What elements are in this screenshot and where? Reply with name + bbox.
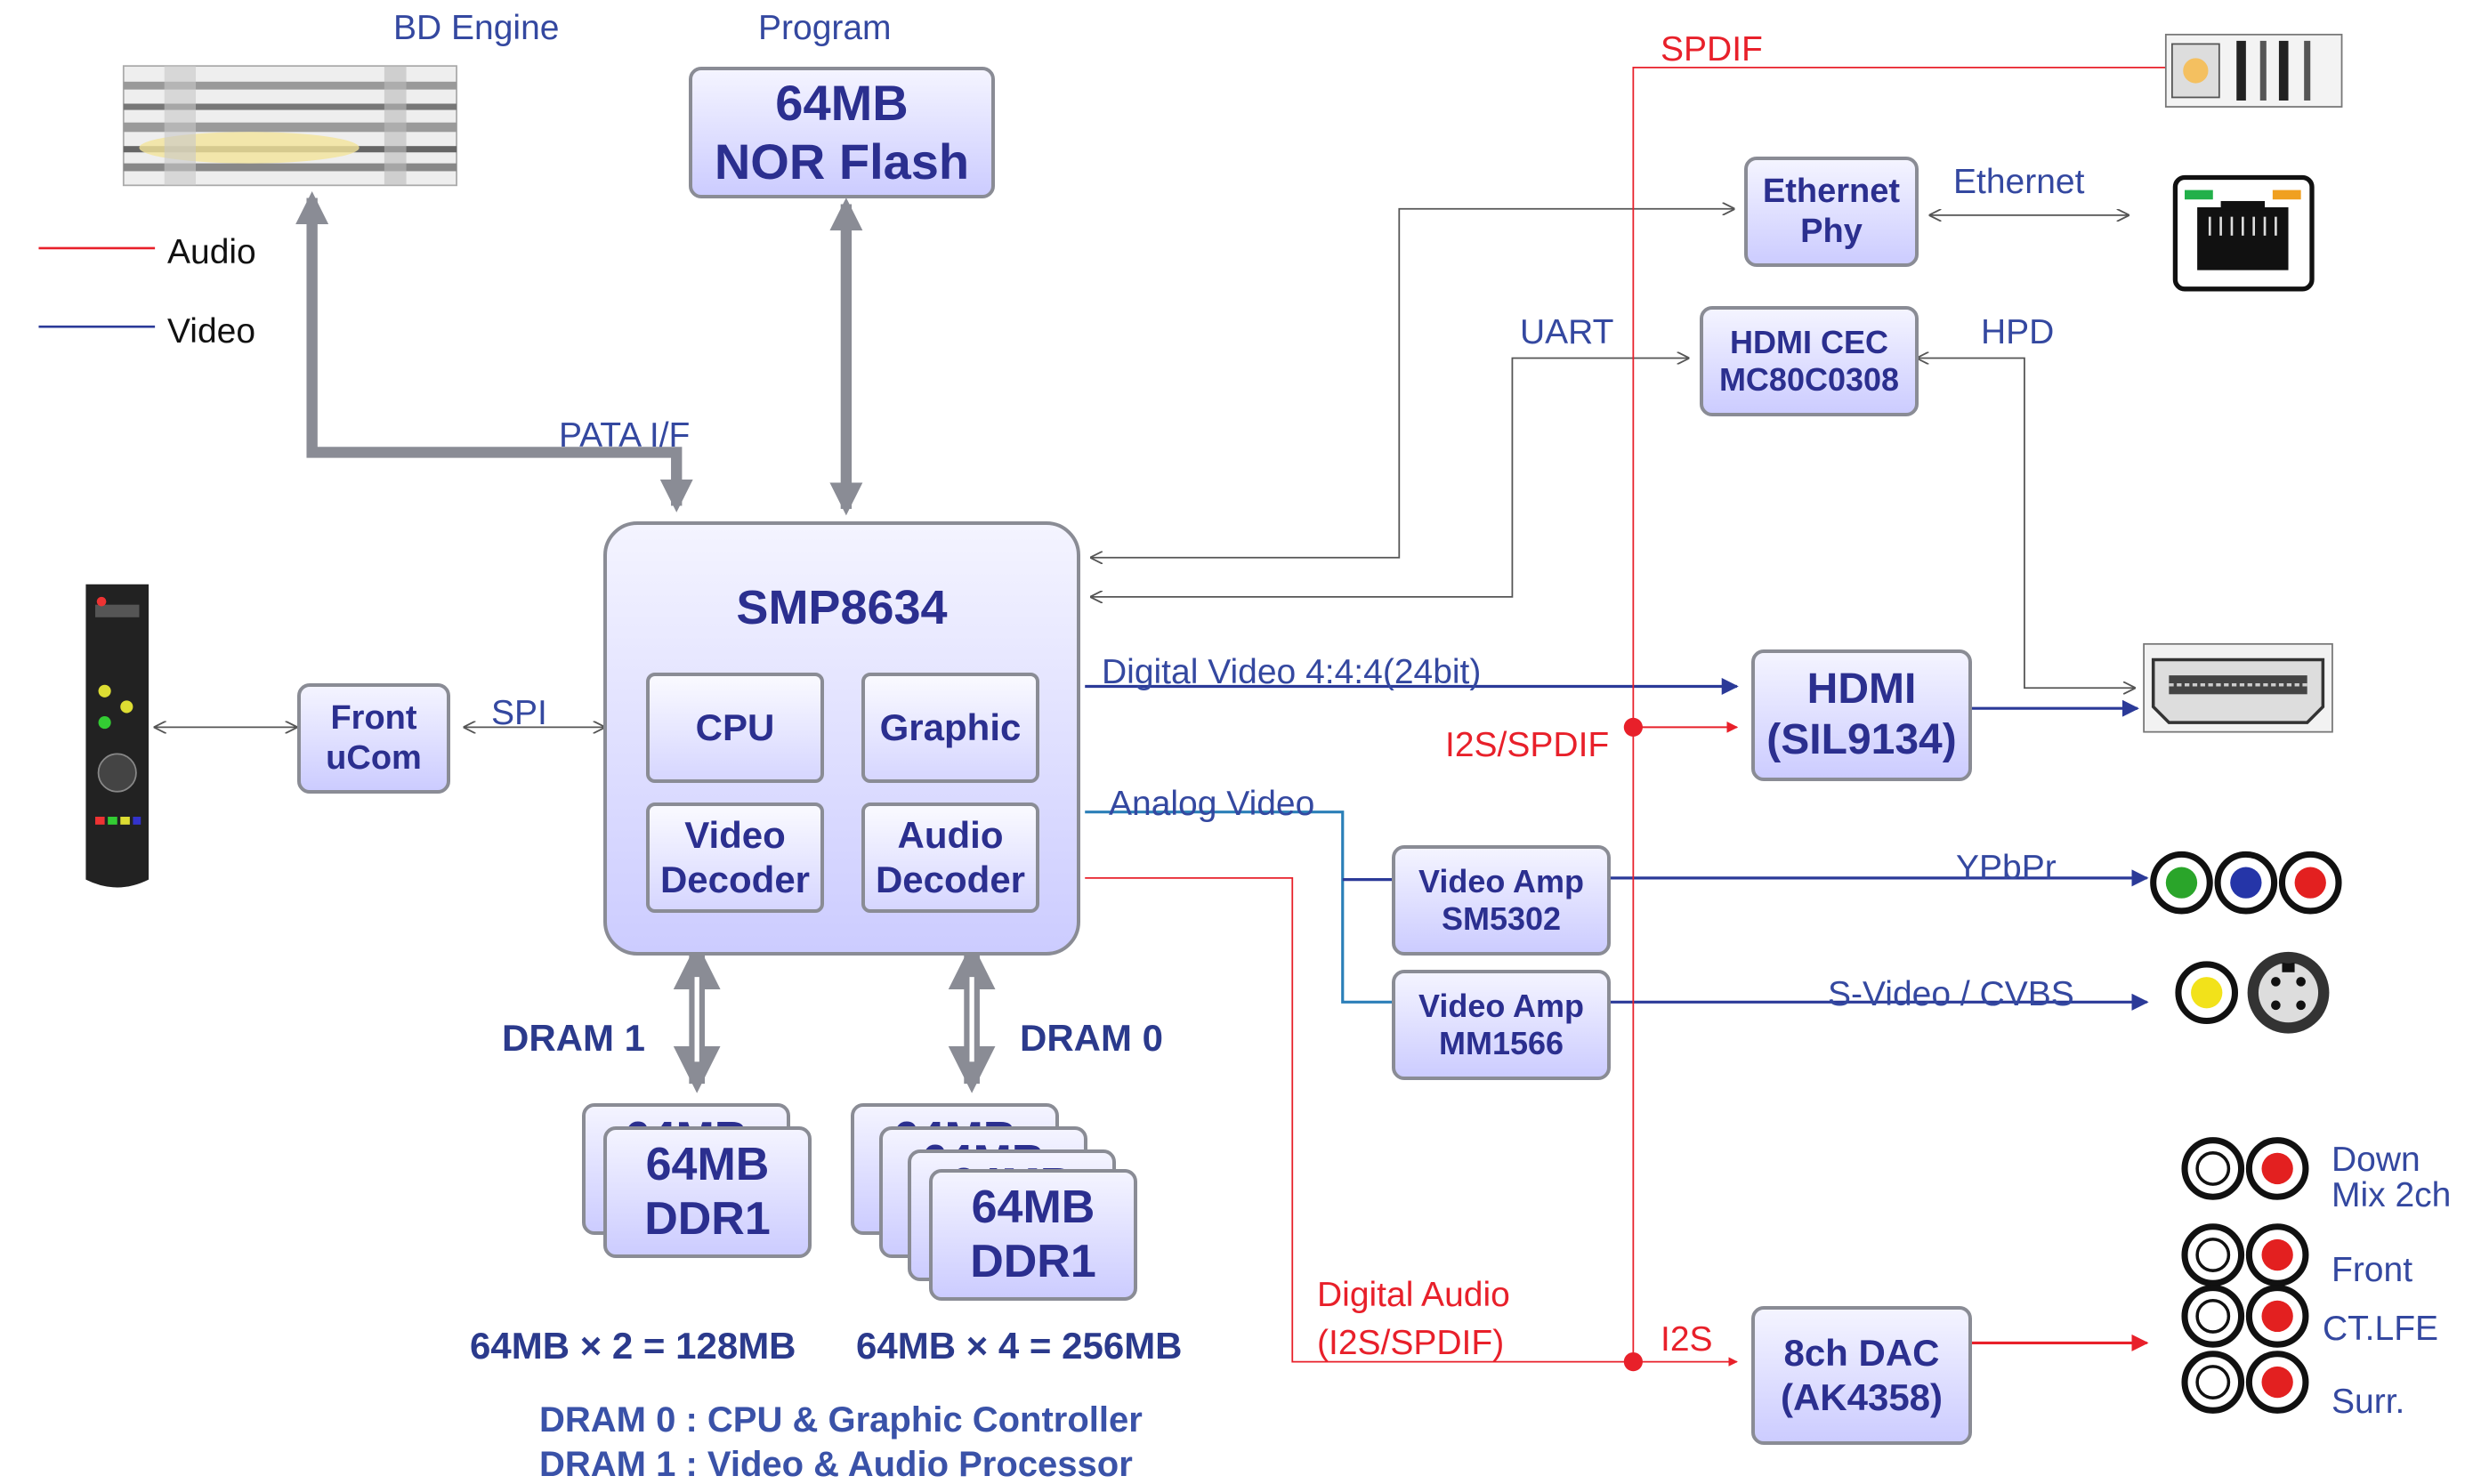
i2s-label: I2S — [1661, 1322, 1713, 1357]
pata-label: PATA I/F — [559, 418, 690, 453]
dram1-note: DRAM 1 : Video & Audio Processor — [539, 1447, 1133, 1482]
front-ucom-block: Front uCom — [297, 683, 450, 794]
video-amp-mm1566-block: Video Amp MM1566 — [1392, 970, 1611, 1080]
hpd-label: HPD — [1981, 315, 2054, 350]
analog-video-line — [1085, 812, 1393, 1003]
dram1-label: DRAM 1 — [502, 1020, 645, 1057]
svideo-jacks-icon — [2178, 952, 2329, 1034]
digital-video-label: Digital Video 4:4:4(24bit) — [1102, 655, 1481, 690]
rca-jack-icon — [2185, 1141, 2306, 1411]
bd-engine-label: BD Engine — [393, 11, 559, 45]
junction-dot-top — [1624, 718, 1643, 737]
smp8634-title: SMP8634 — [736, 580, 947, 637]
audio-decoder-block: Audio Decoder — [861, 802, 1039, 913]
downmix-label: Down — [2331, 1142, 2420, 1177]
legend-audio-label: Audio — [167, 235, 256, 270]
ddr1-chip-front: 64MB DDR1 — [603, 1126, 812, 1258]
svideo-label: S-Video / CVBS — [1828, 977, 2074, 1012]
dac-block: 8ch DAC (AK4358) — [1751, 1306, 1972, 1445]
dram0-size-calc: 64MB × 4 = 256MB — [856, 1327, 1183, 1365]
front-label: Front — [2331, 1253, 2412, 1287]
ethernet-link — [1091, 209, 1733, 558]
video-decoder-block: Video Decoder — [646, 802, 824, 913]
dram1-size-calc: 64MB × 2 = 128MB — [470, 1327, 796, 1365]
ddr0-chip-front: 64MB DDR1 — [929, 1169, 1137, 1301]
analog-video-label: Analog Video — [1109, 786, 1314, 821]
ethernet-phy-block: Ethernet Phy — [1744, 157, 1919, 267]
uart-label: UART — [1520, 315, 1613, 350]
ypbpr-jacks-icon — [2154, 854, 2339, 911]
dram0-note: DRAM 0 : CPU & Graphic Controller — [539, 1402, 1143, 1438]
nor-flash-block: 64MB NOR Flash — [689, 67, 995, 198]
ethernet-port-icon — [2175, 177, 2312, 288]
ypbpr-label: YPbPr — [1956, 851, 2057, 885]
downmix-sub-label: Mix 2ch — [2331, 1178, 2451, 1213]
ctlfe-label: CT.LFE — [2323, 1311, 2438, 1346]
i2s-spdif-label: I2S/SPDIF — [1445, 728, 1609, 762]
hpd-link — [1918, 359, 2135, 689]
program-label: Program — [758, 11, 892, 45]
disc-drive-icon — [124, 66, 457, 185]
spdif-label: SPDIF — [1661, 32, 1763, 67]
dram0-label: DRAM 0 — [1020, 1020, 1163, 1057]
spi-label: SPI — [491, 696, 547, 730]
pata-bus — [312, 198, 677, 505]
video-amp-sm5302-block: Video Amp SM5302 — [1392, 845, 1611, 956]
remote-control-icon — [85, 585, 149, 888]
junction-dot-bottom — [1624, 1352, 1643, 1371]
digital-audio-sub-label: (I2S/SPDIF) — [1317, 1326, 1504, 1360]
hdmi-cec-block: HDMI CEC MC80C0308 — [1700, 306, 1919, 416]
graphic-block: Graphic — [861, 673, 1039, 783]
digital-audio-label: Digital Audio — [1317, 1278, 1510, 1312]
surr-label: Surr. — [2331, 1384, 2404, 1419]
optical-port-icon — [2166, 35, 2342, 107]
hdmi-port-icon — [2144, 644, 2332, 732]
hdmi-block: HDMI (SIL9134) — [1751, 649, 1972, 781]
cpu-block: CPU — [646, 673, 824, 783]
legend-video-label: Video — [167, 314, 255, 349]
uart-link — [1091, 359, 1688, 597]
ethernet-label: Ethernet — [1953, 165, 2084, 199]
